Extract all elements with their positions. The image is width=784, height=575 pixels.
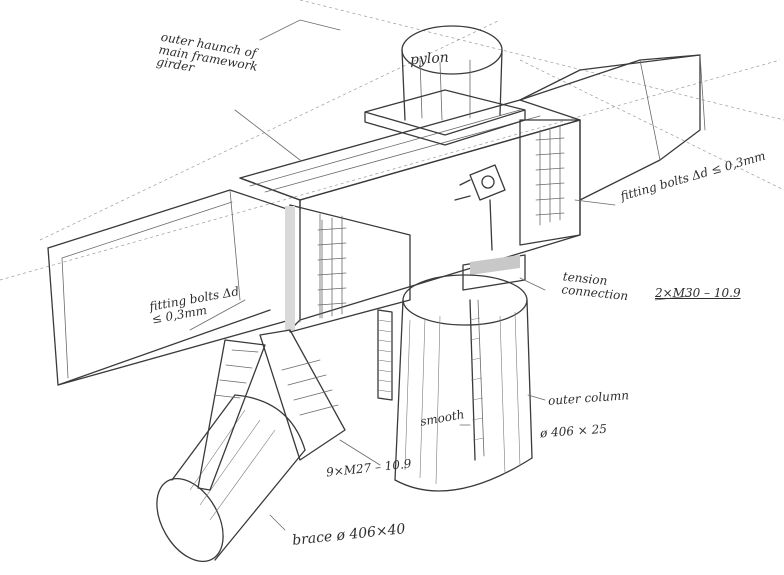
leader-lines [189, 109, 691, 531]
hollow-beam-left [47, 189, 291, 386]
bolt-grid-right [535, 125, 565, 226]
construction-lines [0, 0, 784, 281]
bolt-grid-left [317, 215, 347, 319]
node-box [239, 99, 581, 333]
tension-lug [454, 164, 526, 291]
brace [156, 329, 346, 563]
label-pylon: pylon [409, 49, 450, 69]
main-girder-right [519, 54, 706, 201]
pylon [364, 25, 526, 146]
outer-column [377, 274, 533, 492]
label-tension-bolts: 2×M30 – 10.9 [655, 286, 741, 300]
